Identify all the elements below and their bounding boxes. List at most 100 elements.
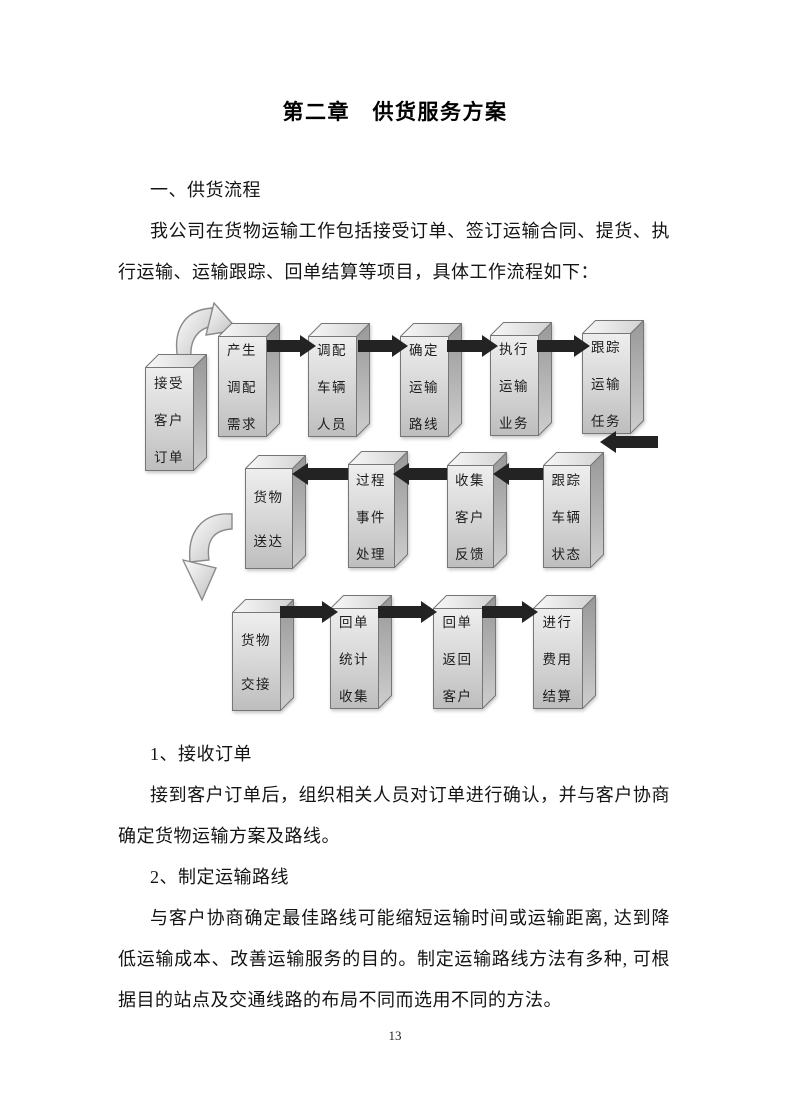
flow-node-2-3: 进行费用结算 <box>533 595 596 709</box>
flow-node-line: 费用 <box>542 652 573 667</box>
flow-arrow-right-icon <box>378 601 437 623</box>
flow-node-line: 产生 <box>227 343 257 358</box>
flow-node-label: 产生调配需求 <box>218 336 266 436</box>
item2-line-3: 据目的站点及交通线路的布局不同而选用不同的方法。 <box>118 990 562 1010</box>
flow-arrow-right-icon <box>537 335 590 357</box>
flow-node-line: 执行 <box>499 342 529 357</box>
flow-node-line: 事件 <box>356 509 386 525</box>
flow-arrow-left-icon <box>393 463 447 485</box>
flow-node-label: 调配车辆人员 <box>308 336 356 436</box>
flow-node-cuboid <box>245 455 306 569</box>
flow-node-cuboid <box>348 451 408 568</box>
flow-node-line: 状态 <box>551 547 582 562</box>
flow-node-0-0: 接受客户订单 <box>145 354 207 471</box>
flow-node-label: 过程事件处理 <box>348 464 394 567</box>
flow-node-label: 货物送达 <box>245 468 292 568</box>
flow-node-line: 运输 <box>409 380 439 395</box>
flow-node-line: 客户 <box>154 412 184 428</box>
flow-node-cuboid <box>490 322 552 436</box>
item1-heading: 1、接收订单 <box>150 744 252 764</box>
item1-line-2: 确定货物运输方案及路线。 <box>118 826 340 846</box>
page-title: 第二章 供货服务方案 <box>282 100 508 124</box>
flow-node-label: 回单返回客户 <box>433 608 482 708</box>
flow-node-line: 路线 <box>409 417 439 432</box>
flow-node-label: 跟踪车辆状态 <box>543 465 590 567</box>
flow-node-2-0: 货物交接 <box>232 599 294 711</box>
flow-arrow-left-icon <box>600 431 658 453</box>
flow-node-label: 收集客户反馈 <box>447 465 493 567</box>
flow-node-line: 货物 <box>241 633 271 648</box>
flow-node-line: 调配 <box>317 343 347 358</box>
flow-node-line: 统计 <box>339 652 369 667</box>
item2-line-2: 低运输成本、改善运输服务的目的。制定运输路线方法有多种, 可根 <box>118 949 670 969</box>
flow-node-line: 结算 <box>542 689 573 704</box>
flow-node-cuboid <box>433 595 496 709</box>
page-number: 13 <box>388 1028 402 1043</box>
curved-arrow-icon <box>175 302 240 365</box>
flow-node-line: 处理 <box>356 546 386 562</box>
flow-arrow-right-icon <box>280 601 338 623</box>
flow-node-line: 调配 <box>227 380 257 395</box>
flow-node-line: 订单 <box>154 449 184 465</box>
flow-node-0-4: 执行运输业务 <box>490 322 552 436</box>
flow-node-line: 返回 <box>442 652 473 667</box>
flow-node-0-2: 调配车辆人员 <box>308 323 370 437</box>
flow-node-line: 回单 <box>339 615 369 630</box>
flow-node-line: 跟踪 <box>551 473 582 488</box>
flow-node-label: 确定运输路线 <box>400 336 448 436</box>
flow-node-cuboid <box>447 452 507 568</box>
flow-node-line: 收集 <box>455 473 485 488</box>
flow-node-cuboid <box>308 323 370 437</box>
item2-heading: 2、制定运输路线 <box>150 867 289 887</box>
flow-node-1-2: 收集客户反馈 <box>447 452 507 568</box>
flow-node-2-1: 回单统计收集 <box>330 595 392 709</box>
flow-arrow-right-icon <box>267 335 316 357</box>
flow-node-line: 车辆 <box>317 380 347 395</box>
flow-node-line: 反馈 <box>455 547 485 562</box>
flow-arrow-left-icon <box>292 463 348 485</box>
flow-arrow-right-icon <box>482 601 538 623</box>
flow-node-line: 进行 <box>542 615 573 630</box>
flow-arrow-left-icon <box>493 463 543 485</box>
flow-node-line: 需求 <box>227 417 257 432</box>
flow-node-line: 车辆 <box>551 510 582 525</box>
flow-node-line: 接受 <box>154 375 184 391</box>
flow-node-line: 运输 <box>591 377 621 392</box>
item1-line-1: 接到客户订单后，组织相关人员对订单进行确认，并与客户协商 <box>150 785 670 805</box>
flow-node-cuboid <box>232 599 294 711</box>
flow-node-cuboid <box>218 323 280 437</box>
flow-arrow-right-icon <box>358 335 408 357</box>
flow-node-cuboid <box>543 452 604 568</box>
flow-node-1-1: 过程事件处理 <box>348 451 408 568</box>
flow-node-line: 回单 <box>442 615 473 630</box>
section-heading: 一、供货流程 <box>150 180 261 200</box>
flow-node-0-3: 确定运输路线 <box>400 323 462 437</box>
flow-node-0-1: 产生调配需求 <box>218 323 280 437</box>
flow-node-line: 运输 <box>499 379 529 394</box>
flow-node-label: 接受客户订单 <box>145 367 193 470</box>
flow-node-line: 过程 <box>356 472 386 488</box>
flow-node-line: 收集 <box>339 689 369 704</box>
flow-node-label: 跟踪运输任务 <box>582 333 630 433</box>
flow-node-line: 任务 <box>591 414 621 429</box>
flow-node-line: 确定 <box>409 343 439 358</box>
flow-node-line: 客户 <box>455 510 485 525</box>
flow-node-label: 进行费用结算 <box>533 608 582 708</box>
flow-node-cuboid <box>330 595 392 709</box>
flow-node-line: 交接 <box>241 677 271 692</box>
flow-node-line: 业务 <box>499 416 529 431</box>
flow-node-label: 执行运输业务 <box>490 335 538 435</box>
flow-node-line: 送达 <box>253 534 284 549</box>
intro-line-2: 行运输、运输跟踪、回单结算等项目，具体工作流程如下： <box>118 262 599 282</box>
flow-node-cuboid <box>582 320 644 434</box>
flow-node-line: 人员 <box>317 417 347 432</box>
flow-node-cuboid <box>145 354 207 471</box>
flow-arrow-right-icon <box>447 335 498 357</box>
flow-node-cuboid <box>400 323 462 437</box>
item2-line-1: 与客户协商确定最佳路线可能缩短运输时间或运输距离, 达到降 <box>150 908 670 928</box>
flow-node-label: 回单统计收集 <box>330 608 378 708</box>
flow-node-2-2: 回单返回客户 <box>433 595 496 709</box>
flow-node-cuboid <box>533 595 596 709</box>
flow-node-line: 货物 <box>253 490 284 505</box>
